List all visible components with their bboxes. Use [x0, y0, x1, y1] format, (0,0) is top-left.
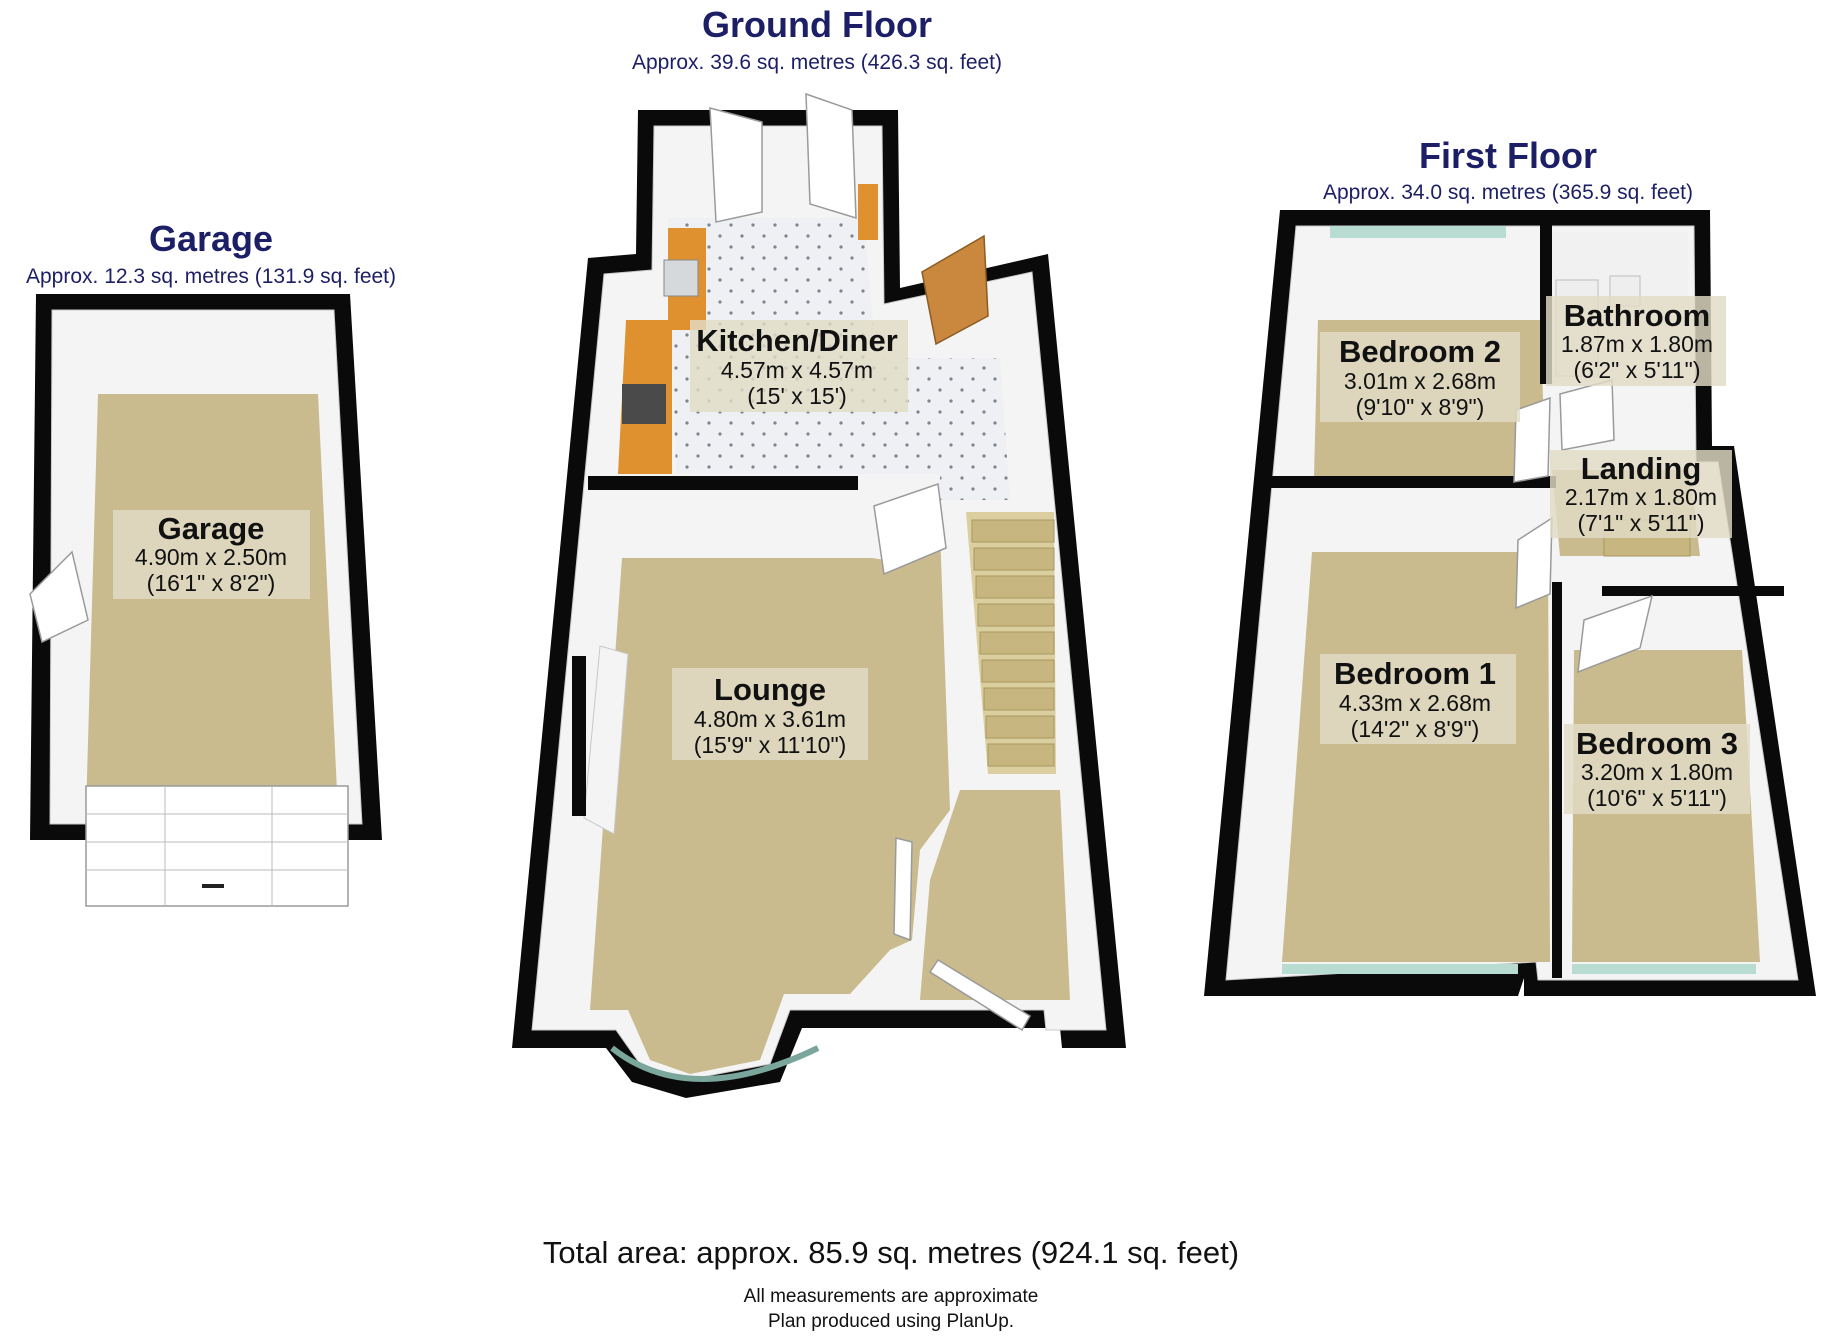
lounge-room-imperial: (15'9" x 11'10") [694, 732, 847, 758]
garage-side-door [29, 550, 89, 644]
landing-room-label-bg [1550, 450, 1732, 538]
first-floor-area: Approx. 34.0 sq. metres (365.9 sq. feet) [1323, 181, 1693, 204]
first-floor-plan: First Floor Approx. 34.0 sq. metres (365… [1204, 135, 1816, 996]
ground-floor-title: Ground Floor [702, 4, 932, 45]
bathroom-room-label-bg [1546, 296, 1726, 386]
bathroom-room-metric: 1.87m x 1.80m [1561, 331, 1713, 357]
lounge-room-name: Lounge [714, 672, 826, 707]
bedroom2-door [1513, 396, 1551, 483]
bedroom3-top-wall [1602, 586, 1784, 596]
bedroom1-door [1515, 516, 1553, 610]
total-area: Total area: approx. 85.9 sq. metres (924… [543, 1235, 1239, 1270]
garage-floor-title: Garage [149, 218, 273, 259]
bedroom3-room-name: Bedroom 3 [1576, 726, 1738, 761]
bedroom2-window [1330, 226, 1506, 238]
bedroom1-room-metric: 4.33m x 2.68m [1339, 690, 1491, 716]
kitchen-room-label-bg [690, 320, 908, 412]
garage-room-name: Garage [158, 511, 265, 546]
kitchen-lounge-divider [588, 476, 858, 490]
lounge-floor-surface [590, 530, 950, 1074]
kitchen-worktop-right [858, 184, 878, 240]
bedroom2-room-metric: 3.01m x 2.68m [1344, 368, 1496, 394]
bedroom1-window [1282, 964, 1518, 974]
bedroom2-room-imperial: (9'10" x 8'9") [1356, 394, 1485, 420]
lounge-room-metric: 4.80m x 3.61m [694, 706, 846, 732]
ground-floor-area: Approx. 39.6 sq. metres (426.3 sq. feet) [632, 51, 1002, 74]
kitchen-french-door-right [805, 92, 857, 220]
bedroom3-room-metric: 3.20m x 1.80m [1581, 759, 1733, 785]
footer: Total area: approx. 85.9 sq. metres (924… [543, 1235, 1239, 1332]
garage-room-label-bg [113, 510, 310, 599]
bedroom1-room-label-bg [1320, 654, 1516, 744]
lounge-chimney-breast [583, 645, 629, 835]
lounge-door-upper [873, 482, 947, 576]
sink-icon [663, 259, 699, 297]
bedroom2-room-name: Bedroom 2 [1339, 334, 1501, 369]
landing-room-name: Landing [1581, 451, 1702, 486]
kitchen-back-door [921, 234, 989, 346]
first-floor-title: First Floor [1419, 135, 1597, 176]
kitchen-room-metric: 4.57m x 4.57m [721, 357, 873, 383]
lounge-door-lower [893, 837, 913, 942]
bedroom1-floor-surface [1282, 552, 1550, 962]
bedroom1-room-name: Bedroom 1 [1334, 656, 1496, 691]
measurement-note: All measurements are approximate [744, 1286, 1039, 1307]
hallway-floor-surface [920, 790, 1070, 1000]
garage-floor-area: Approx. 12.3 sq. metres (131.9 sq. feet) [26, 265, 396, 288]
bedroom3-room-imperial: (10'6" x 5'11") [1587, 785, 1727, 811]
lounge-fireplace-recess [572, 656, 586, 816]
kitchen-room-name: Kitchen/Diner [696, 323, 898, 358]
bedroom3-room-label-bg [1564, 724, 1750, 814]
lounge-room-label-bg [672, 668, 868, 760]
bathroom-room-imperial: (6'2" x 5'11") [1574, 357, 1701, 383]
garage-floor-surface [86, 394, 338, 812]
hob-icon [622, 384, 666, 424]
bedroom1-room-imperial: (14'2" x 8'9") [1351, 716, 1480, 742]
staircase [966, 512, 1056, 774]
garage-room-metric: 4.90m x 2.50m [135, 544, 287, 570]
bedroom3-left-wall [1552, 582, 1562, 978]
planup-credit: Plan produced using PlanUp. [768, 1311, 1014, 1332]
kitchen-french-door-left [709, 107, 763, 223]
front-door [928, 958, 1032, 1032]
garage-floor-plan: Garage Approx. 12.3 sq. metres (131.9 sq… [26, 218, 396, 907]
landing-room-metric: 2.17m x 1.80m [1565, 484, 1717, 510]
bedroom-divider-wall [1266, 476, 1556, 488]
bedroom3-door [1577, 594, 1654, 674]
bathroom-room-name: Bathroom [1564, 298, 1710, 333]
landing-room-imperial: (7'1" x 5'11") [1578, 510, 1705, 536]
garage-room-imperial: (16'1" x 8'2") [147, 570, 276, 596]
ground-floor-plan: Ground Floor Approx. 39.6 sq. metres (42… [512, 4, 1126, 1098]
garage-up-and-over-door [85, 785, 349, 907]
kitchen-room-imperial: (15' x 15') [747, 383, 847, 409]
bedroom2-room-label-bg [1320, 332, 1520, 422]
lounge-bay-window [610, 1045, 820, 1082]
bedroom3-window [1572, 964, 1756, 974]
